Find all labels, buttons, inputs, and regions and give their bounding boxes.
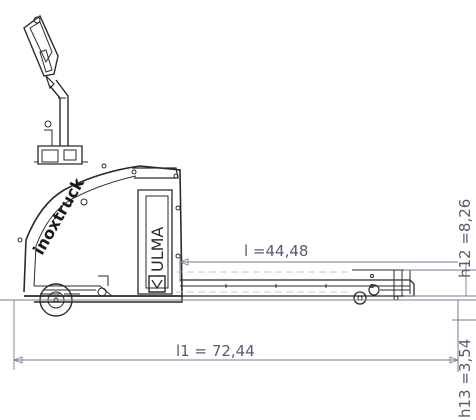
ulma-logo: ULMA xyxy=(148,227,167,293)
dimension-l: l =44,48 xyxy=(178,242,458,282)
dimension-h12: h12 =8,26 xyxy=(404,199,476,297)
truck-body xyxy=(17,163,183,303)
dimension-h12-label: h12 =8,26 xyxy=(456,199,474,278)
logo-label: ULMA xyxy=(148,227,167,272)
dimension-l-label: l =44,48 xyxy=(244,242,308,260)
dimension-h13-label: h13 =3,54 xyxy=(456,339,474,418)
dimension-h13: h13 =3,54 xyxy=(452,300,476,418)
tiller-handle xyxy=(23,14,88,165)
dimension-l1-label: l1 = 72,44 xyxy=(176,342,255,360)
dimension-l1: l1 = 72,44 xyxy=(12,300,460,370)
